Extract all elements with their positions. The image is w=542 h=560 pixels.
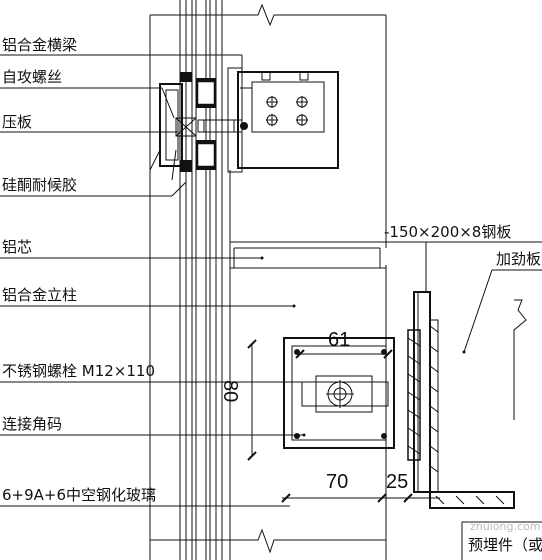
break-lines xyxy=(150,3,386,554)
dimension-25-label: 25 xyxy=(386,471,408,493)
pressure-plate-assembly xyxy=(149,83,248,181)
stainless-bolt xyxy=(301,375,389,413)
dimension-80-label: 80 xyxy=(219,380,241,402)
gasket-blocks xyxy=(180,72,216,172)
label-embedded-part: 预埋件（或 xyxy=(468,536,542,554)
label-aluminum-column: 铝合金立柱 xyxy=(2,286,77,304)
label-stiffener: 加劲板 xyxy=(496,250,541,268)
dimension-80 xyxy=(247,339,257,461)
label-glass: 6+9A+6中空钢化玻璃 xyxy=(2,486,156,504)
dimension-61 xyxy=(295,349,393,359)
label-aluminum-beam: 铝合金横梁 xyxy=(2,36,77,54)
watermark-text: zhulong.com xyxy=(470,520,540,533)
dimension-70-label: 70 xyxy=(326,471,348,493)
label-stainless-bolt: 不锈钢螺栓 M12×110 xyxy=(2,362,155,380)
connecting-angle xyxy=(283,337,395,449)
label-pressure-plate: 压板 xyxy=(2,113,32,131)
steel-plate-and-stiffener xyxy=(407,291,527,509)
label-steel-plate: -150×200×8钢板 xyxy=(384,223,511,241)
label-aluminum-core: 铝芯 xyxy=(2,238,32,256)
aluminum-beam xyxy=(227,67,339,173)
dimension-61-label: 61 xyxy=(328,329,350,351)
leader-lines xyxy=(0,54,542,560)
dimension-70-25 xyxy=(281,493,440,503)
label-silicone-sealant: 硅酮耐候胶 xyxy=(2,176,77,194)
aluminum-column-outline xyxy=(229,170,386,560)
label-self-tapping-screw: 自攻螺丝 xyxy=(2,68,62,86)
outer-wall-lines xyxy=(149,15,387,560)
label-connecting-angle: 连接角码 xyxy=(2,415,62,433)
